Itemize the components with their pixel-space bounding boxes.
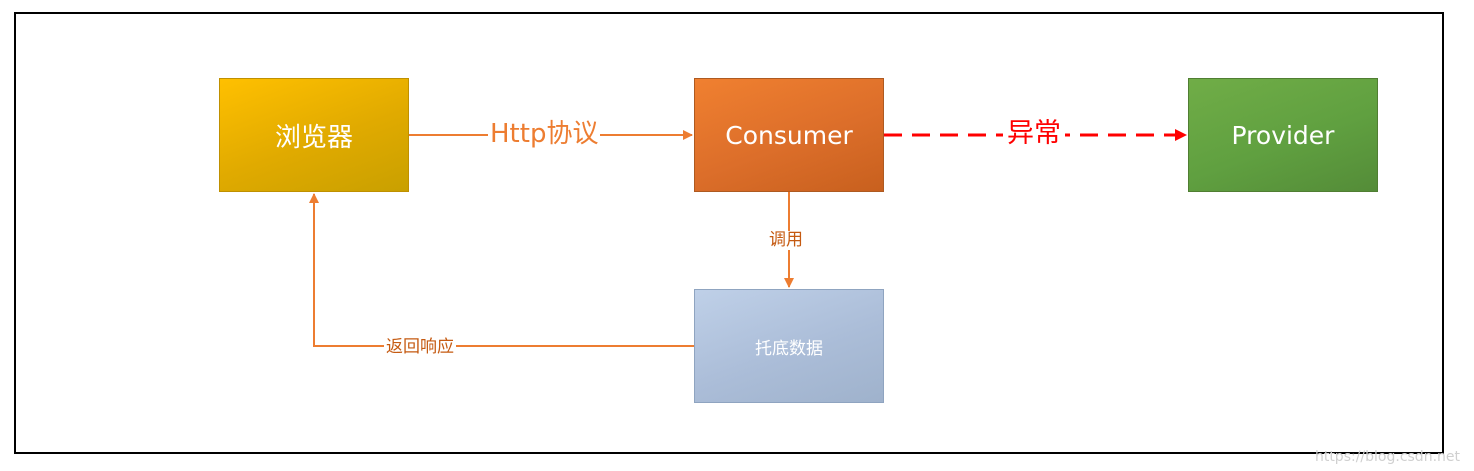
fallback-data-node-label: 托底数据 (755, 338, 823, 359)
fallback-data-node: 托底数据 (694, 289, 884, 403)
return-response-edge-label: 返回响应 (384, 337, 456, 357)
consumer-node: Consumer (694, 78, 884, 192)
consumer-node-label: Consumer (725, 120, 853, 150)
call-edge-label: 调用 (767, 230, 805, 250)
provider-node-label: Provider (1231, 120, 1335, 150)
edge-fallback-to-browser (309, 193, 694, 347)
provider-node: Provider (1188, 78, 1378, 192)
browser-node-label: 浏览器 (274, 122, 353, 153)
exception-edge-label: 异常 (1003, 120, 1065, 147)
browser-node: 浏览器 (219, 78, 409, 192)
diagram-frame (14, 12, 1444, 454)
watermark: https://blog.csdn.net (1314, 449, 1460, 465)
http-protocol-edge-label: Http协议 (488, 119, 601, 149)
